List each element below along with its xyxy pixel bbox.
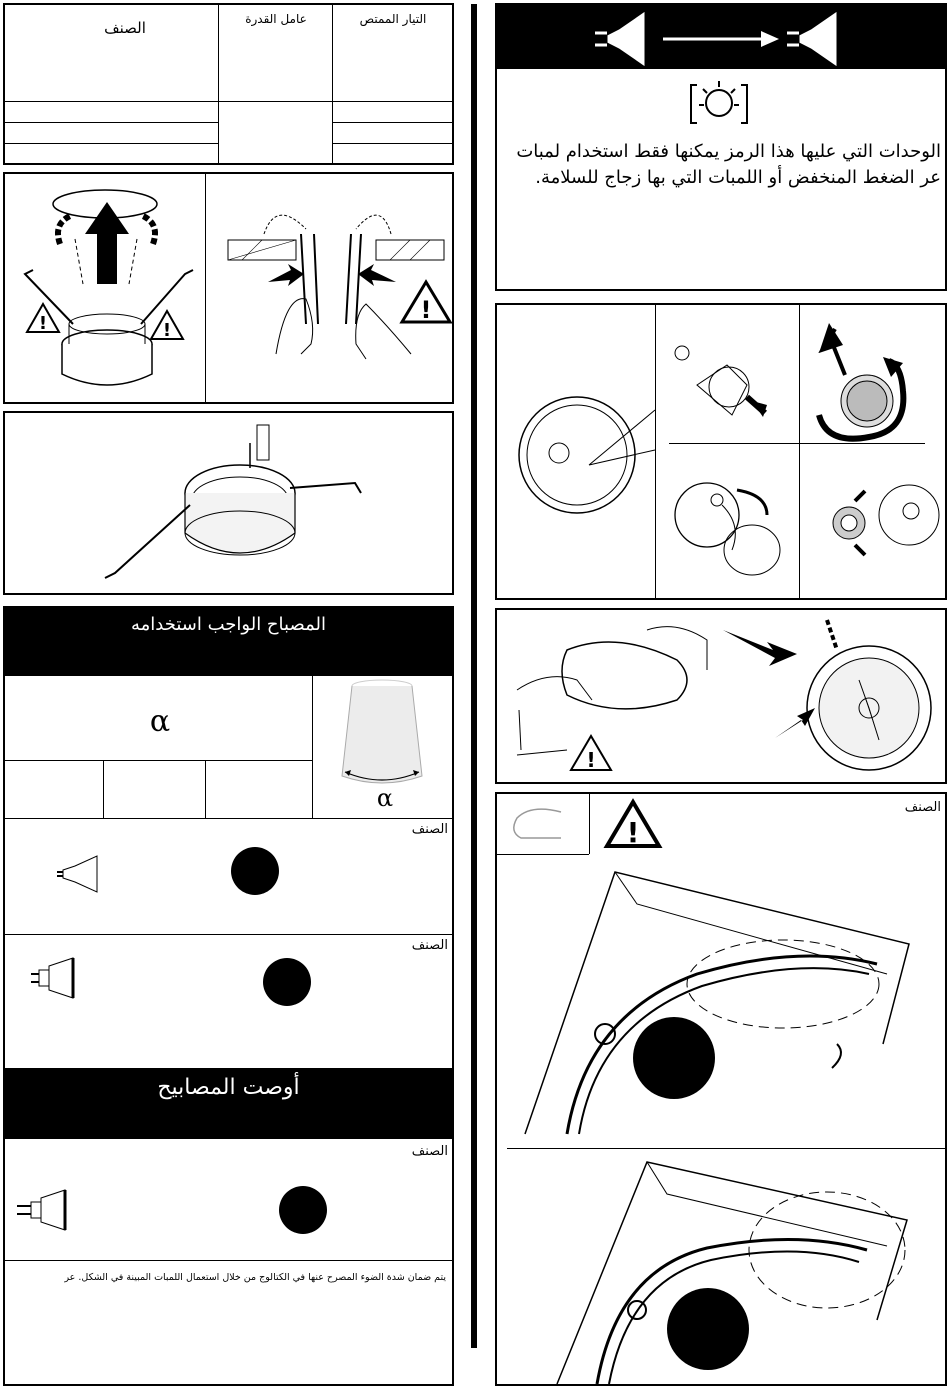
recommended-footnote: يتم ضمان شدة الضوء المصرح عنها في الكتال… <box>64 1272 446 1283</box>
beam-angle-drawing <box>341 679 423 784</box>
col-power-factor-header: عامل القدرة <box>245 12 307 26</box>
alpha-beam-label: α <box>376 784 394 812</box>
rotate-lens-drawing <box>816 323 940 557</box>
svg-text:!: ! <box>627 816 640 849</box>
lamp-replacement-panel <box>495 303 947 600</box>
dichroic-lamp-icon <box>57 855 98 893</box>
svg-text:!: ! <box>586 748 595 772</box>
col-current-header: التيار الممتص <box>359 12 427 26</box>
spring-detail-type: الصنف <box>904 800 941 815</box>
spring-clip-icon <box>513 808 562 839</box>
recommended-lamps-title: أوصت المصابيح <box>157 1075 300 1100</box>
spring-clip-drawing: ! <box>227 214 453 360</box>
par-lamp-icon <box>31 957 75 999</box>
col-type-header: الصنف <box>104 19 146 37</box>
specs-table: الصنف عامل القدرة التيار الممتص <box>3 3 454 165</box>
lamp-swap-header <box>497 5 945 69</box>
svg-text:!: ! <box>421 296 432 324</box>
lamp-usage-header: المصباح الواجب استخدامه <box>5 608 452 676</box>
column-separator <box>471 4 477 1348</box>
safety-notice-panel: الوحدات التي عليها هذا الرمز يمكنها فقط … <box>495 3 947 291</box>
reflector-install-drawing: ! <box>516 619 932 772</box>
spring-detail-panel: ! الصنف <box>495 792 947 1386</box>
fixture-removal-drawing: ! ! <box>23 189 194 386</box>
lamp-row-2-marker <box>263 958 311 1006</box>
lamp-row-1-marker <box>231 847 279 895</box>
recommended-lamps-header: أوصت المصابيح <box>5 1069 452 1139</box>
svg-text:!: ! <box>39 313 47 334</box>
safety-notice-text: الوحدات التي عليها هذا الرمز يمكنها فقط … <box>516 141 941 188</box>
alpha-symbol: α <box>149 704 171 739</box>
lamp-protection-symbol <box>690 81 748 124</box>
spring-ring-bottom-drawing <box>556 1161 908 1385</box>
spring-top-marker <box>633 1017 715 1099</box>
lamp-usage-section: المصباح الواجب استخدامه α α الصنف الصنف … <box>3 606 454 1386</box>
reflector-install-panel: ! <box>495 608 947 784</box>
lamp-row-2-type: الصنف <box>411 938 448 953</box>
spring-ring-top-drawing <box>524 871 910 1135</box>
lamp-usage-title: المصباح الواجب استخدامه <box>131 614 326 635</box>
lens-detail-drawing <box>518 345 781 576</box>
recommended-row-type: الصنف <box>411 1144 448 1159</box>
lamp-swap-icon <box>595 10 838 68</box>
lamp-row-1-type: الصنف <box>411 822 448 837</box>
spring-bottom-marker <box>667 1288 749 1370</box>
fixture-ring-drawing <box>104 424 362 579</box>
fixture-drawing-panel <box>3 411 454 595</box>
svg-text:!: ! <box>163 320 171 341</box>
warning-triangle-icon: ! <box>603 798 663 849</box>
par-lamp-icon <box>17 1189 67 1231</box>
removal-illustration-panel: ! ! ! <box>3 172 454 404</box>
recommended-row-marker <box>279 1186 327 1234</box>
